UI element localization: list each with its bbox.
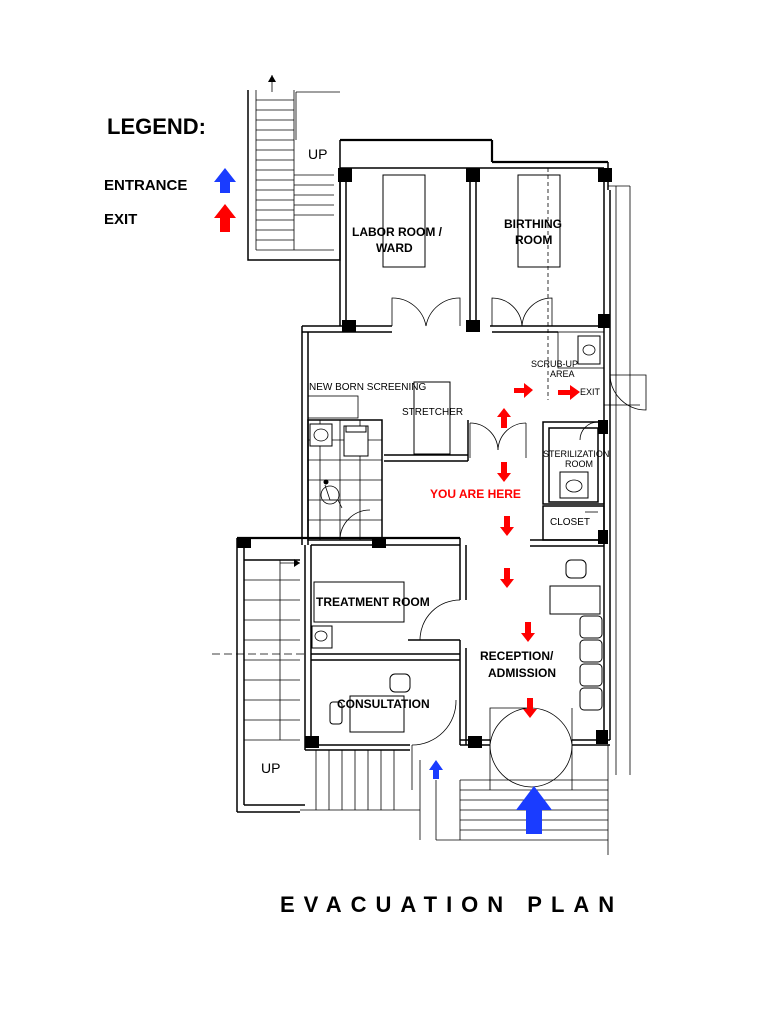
route-arrow-up: [497, 408, 511, 428]
exit-arrow-icon: [214, 204, 236, 232]
reception-label-1: RECEPTION/: [480, 649, 554, 663]
sterilization-closet: STERILIZATION ROOM CLOSET: [530, 421, 609, 547]
scrub-up-area: SCRUB-UP AREA EXIT: [514, 331, 647, 411]
newborn-stretcher-area: NEW BORN SCREENING STRETCHER: [307, 381, 527, 462]
route-arrow-down-3: [500, 568, 514, 588]
route-arrow-down-5: [523, 698, 537, 718]
birthing-room-label-2: ROOM: [515, 233, 552, 247]
legend: LEGEND: ENTRANCE EXIT: [104, 114, 236, 232]
stretcher-label: STRETCHER: [402, 407, 463, 418]
legend-entrance-label: ENTRANCE: [104, 177, 187, 194]
closet-label: CLOSET: [550, 517, 590, 528]
labor-room-label-1: LABOR ROOM /: [352, 225, 443, 239]
bottom-stair: UP: [244, 559, 609, 855]
toilet-room: [307, 419, 383, 541]
reception-label-2: ADMISSION: [488, 666, 556, 680]
main-entrance-arrow-icon: [516, 786, 552, 834]
labor-birthing-area: LABOR ROOM / WARD BIRTHING ROOM: [352, 168, 562, 400]
labor-room-label-2: WARD: [376, 241, 413, 255]
route-arrow-down-4: [521, 622, 535, 642]
plan-title: EVACUATION PLAN: [280, 892, 623, 917]
exit-marker-label: EXIT: [580, 387, 601, 397]
exit-arrow-right-2: [558, 385, 580, 400]
legend-exit-label: EXIT: [104, 211, 137, 228]
exit-arrow-right-1: [514, 383, 533, 398]
scrub-up-label-2: AREA: [550, 369, 575, 379]
legend-title: LEGEND:: [107, 114, 206, 139]
treatment-room: TREATMENT ROOM: [212, 581, 461, 655]
sterilization-label-2: ROOM: [565, 459, 593, 469]
birthing-room-label-1: BIRTHING: [504, 217, 562, 231]
stair-up-label-bottom: UP: [261, 760, 280, 776]
evacuation-route: [497, 408, 537, 718]
route-arrow-down-1: [497, 462, 511, 482]
newborn-screening-label: NEW BORN SCREENING: [309, 382, 426, 393]
side-entrance-arrow-icon: [429, 760, 443, 779]
top-stair: UP: [247, 75, 341, 261]
route-arrow-down-2: [500, 516, 514, 536]
stair-up-label-top: UP: [308, 146, 327, 162]
sterilization-label-1: STERILIZATION: [543, 449, 609, 459]
you-are-here-label: YOU ARE HERE: [430, 487, 521, 501]
consultation-room: CONSULTATION: [329, 673, 457, 790]
scrub-up-label-1: SCRUB-UP: [531, 359, 578, 369]
treatment-room-label: TREATMENT ROOM: [316, 595, 430, 609]
entrance-arrow-icon: [214, 168, 236, 193]
consultation-label: CONSULTATION: [337, 697, 430, 711]
reception-area: RECEPTION/ ADMISSION: [480, 559, 603, 790]
structural-columns: [237, 168, 612, 748]
